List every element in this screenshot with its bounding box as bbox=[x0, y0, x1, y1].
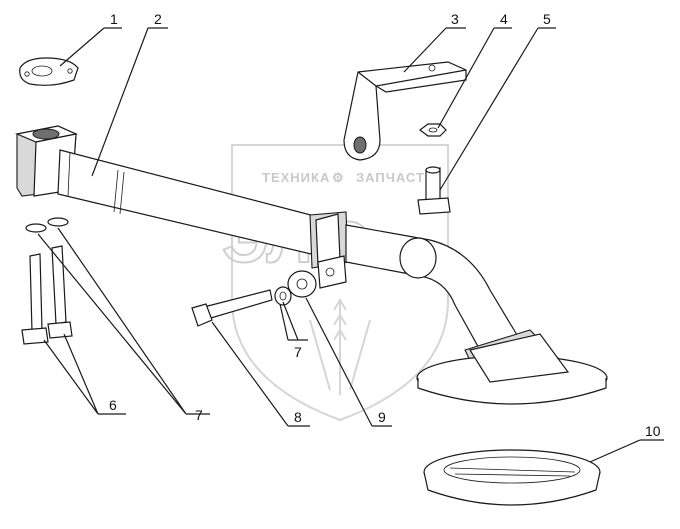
watermark-gear-icon: ⚙ bbox=[332, 170, 345, 185]
watermark-top-text: ТЕХНИКА bbox=[262, 170, 330, 185]
leader-9 bbox=[305, 297, 392, 427]
suction-pipe-part bbox=[14, 125, 608, 405]
leader-5 bbox=[439, 27, 556, 191]
strainer-ring-part bbox=[423, 449, 601, 506]
bracket-part bbox=[343, 61, 467, 161]
watermark-shield-outline bbox=[231, 144, 449, 422]
leader-6 bbox=[43, 333, 126, 415]
callout-9: 9 bbox=[378, 409, 386, 425]
leader-2 bbox=[91, 27, 168, 177]
leader-7b bbox=[279, 301, 308, 341]
bolt-short-part bbox=[417, 166, 451, 215]
callout-labels: 1 2 3 4 5 6 7 7 8 9 10 bbox=[109, 11, 661, 439]
leader-8 bbox=[211, 321, 310, 427]
leader-10 bbox=[589, 439, 664, 463]
callout-8: 8 bbox=[294, 409, 302, 425]
bolt-horizontal-part bbox=[191, 289, 273, 327]
nut-part bbox=[419, 123, 447, 137]
long-bolts-part bbox=[21, 245, 73, 345]
washer-part bbox=[287, 270, 317, 298]
leader-7a bbox=[37, 227, 210, 415]
watermark-top-text-right: ЗАПЧАСТИ bbox=[356, 170, 435, 185]
leader-4 bbox=[437, 27, 512, 129]
callout-1: 1 bbox=[110, 11, 118, 27]
watermark-wheat-icon bbox=[309, 298, 371, 395]
callout-10: 10 bbox=[645, 423, 661, 439]
nuts-washers-part bbox=[25, 217, 292, 306]
callout-7b: 7 bbox=[294, 344, 302, 360]
gasket-part bbox=[19, 57, 79, 86]
leader-1 bbox=[59, 27, 122, 67]
leader-lines bbox=[37, 27, 664, 463]
callout-5: 5 bbox=[543, 11, 551, 27]
callout-7a: 7 bbox=[195, 407, 203, 423]
pipe-clamp-part bbox=[315, 213, 347, 289]
callout-4: 4 bbox=[500, 11, 508, 27]
callout-3: 3 bbox=[451, 11, 459, 27]
callout-2: 2 bbox=[154, 11, 162, 27]
callout-6: 6 bbox=[109, 397, 117, 413]
leader-3 bbox=[403, 27, 466, 73]
